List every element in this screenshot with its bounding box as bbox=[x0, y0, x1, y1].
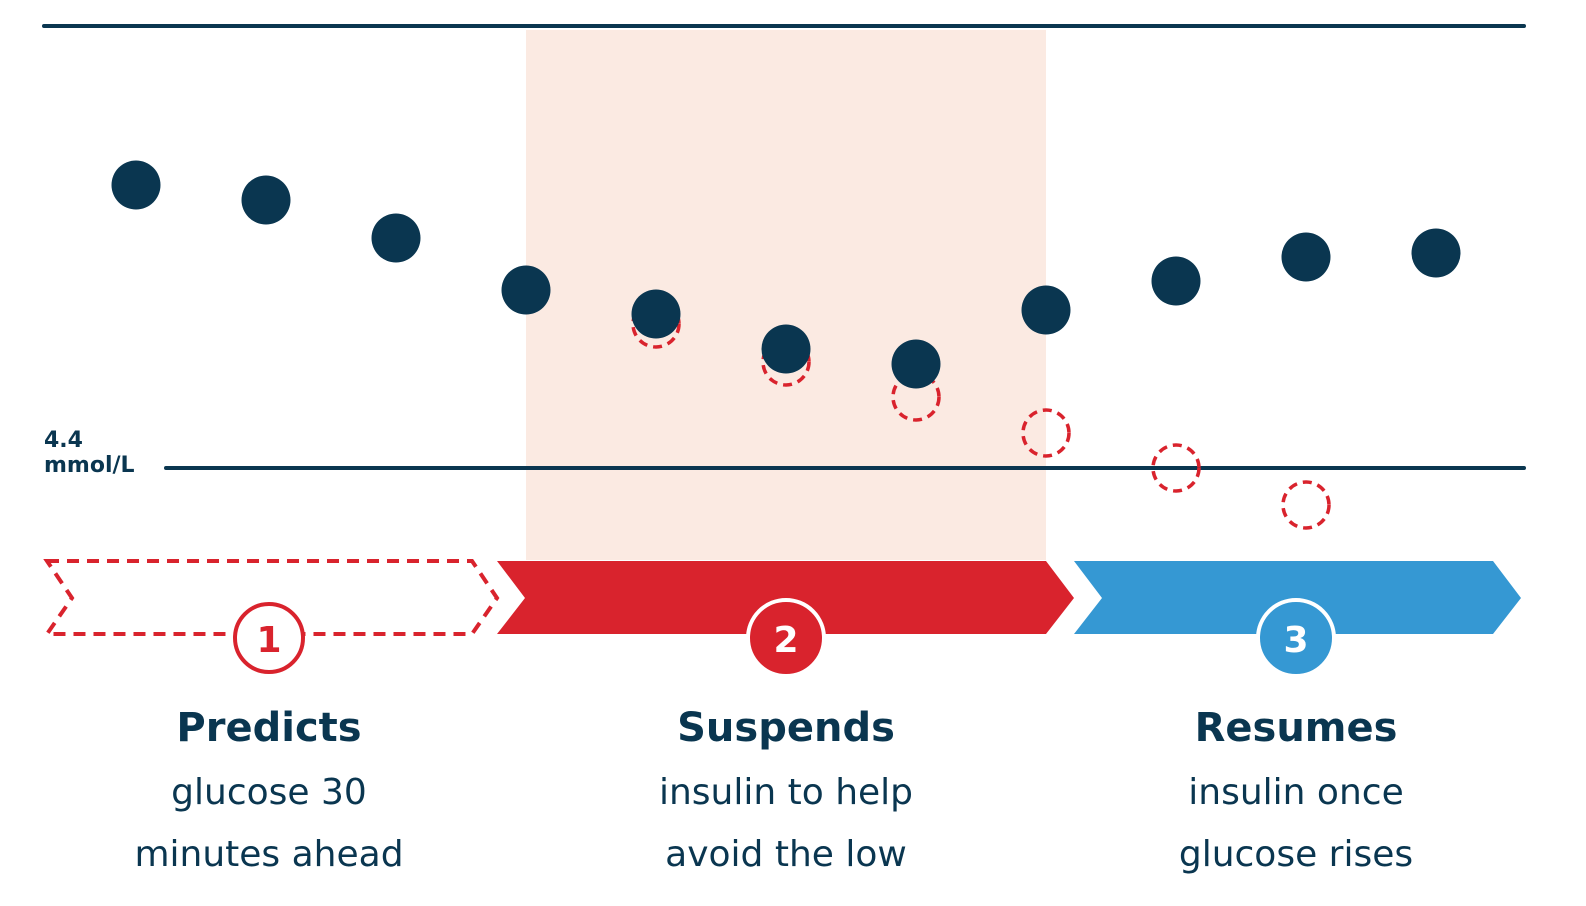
actual-reading-dot bbox=[1411, 228, 1461, 278]
actual-reading-dot bbox=[371, 213, 421, 263]
step-2-text: Suspends insulin to help avoid the low bbox=[571, 704, 1001, 886]
threshold-label: 4.4 mmol/L bbox=[44, 428, 135, 478]
actual-reading-dot bbox=[1151, 256, 1201, 306]
actual-reading-dot bbox=[1281, 232, 1331, 282]
step-3-title: Resumes bbox=[1194, 705, 1398, 751]
step-1-text: Predicts glucose 30 minutes ahead bbox=[69, 704, 469, 886]
actual-reading-dot bbox=[631, 289, 681, 339]
step-1-arrow bbox=[43, 559, 500, 636]
step-3-desc-line2: glucose rises bbox=[1178, 834, 1414, 875]
step-1-number: 1 bbox=[256, 620, 281, 661]
suspend-band bbox=[526, 30, 1046, 560]
step-2-arrow bbox=[497, 561, 1074, 634]
threshold-value: 4.4 bbox=[44, 428, 83, 453]
predicted-reading-dot bbox=[1021, 408, 1071, 458]
step-1-title: Predicts bbox=[176, 705, 362, 751]
predicted-reading-dot bbox=[1281, 480, 1331, 530]
step-2-badge: 2 bbox=[746, 598, 826, 678]
step-1-desc-line1: glucose 30 bbox=[171, 772, 367, 813]
step-3-arrow bbox=[1074, 561, 1521, 634]
step-3-badge: 3 bbox=[1256, 598, 1336, 678]
actual-reading-dot bbox=[891, 339, 941, 389]
actual-readings bbox=[111, 160, 1461, 389]
actual-reading-dot bbox=[501, 265, 551, 315]
step-3-text: Resumes insulin once glucose rises bbox=[1096, 704, 1496, 886]
actual-reading-dot bbox=[241, 175, 291, 225]
step-3-number: 3 bbox=[1283, 620, 1308, 661]
step-2-number: 2 bbox=[773, 620, 798, 661]
actual-reading-dot bbox=[1021, 285, 1071, 335]
step-2-desc-line1: insulin to help bbox=[658, 772, 914, 813]
step-1-desc-line2: minutes ahead bbox=[134, 834, 404, 875]
step-1-badge: 1 bbox=[233, 602, 305, 674]
step-2-title: Suspends bbox=[677, 705, 895, 751]
actual-reading-dot bbox=[111, 160, 161, 210]
step-3-desc-line1: insulin once bbox=[1188, 772, 1404, 813]
step-2-desc-line2: avoid the low bbox=[665, 834, 907, 875]
actual-reading-dot bbox=[761, 324, 811, 374]
predicted-reading-dot bbox=[1151, 443, 1201, 493]
threshold-unit: mmol/L bbox=[44, 453, 135, 478]
